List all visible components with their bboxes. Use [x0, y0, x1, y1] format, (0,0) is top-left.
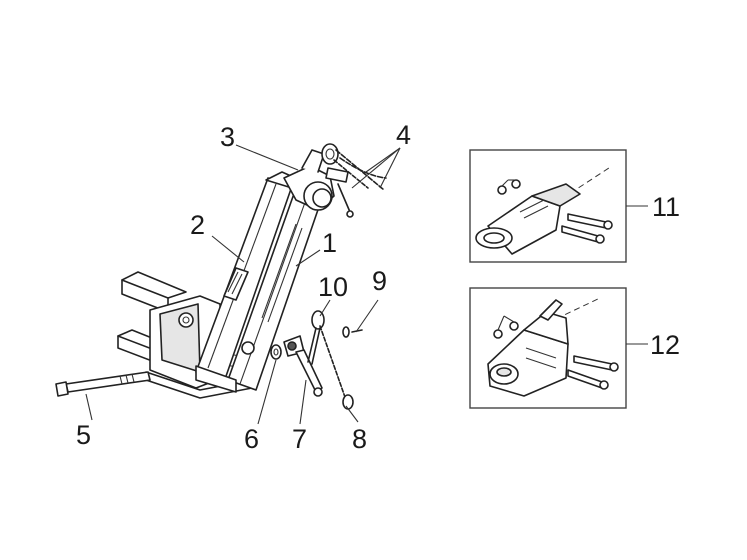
- callout-5: 5: [76, 420, 92, 450]
- callout-8: 8: [352, 424, 368, 454]
- callout-12: 12: [650, 330, 681, 360]
- small-washer-drawing: [342, 326, 363, 338]
- ring-pin-drawing: [307, 310, 325, 365]
- eye-coupling-kit-box: [469, 149, 627, 263]
- safety-chain-drawing: [333, 149, 387, 191]
- callout-11: 11: [652, 192, 681, 222]
- callout-4: 4: [396, 120, 412, 150]
- callout-9: 9: [372, 266, 388, 296]
- callout-6: 6: [244, 424, 260, 454]
- handle-lever-drawing: [283, 335, 323, 397]
- drawbar-assembly: [195, 143, 354, 393]
- trailer-frame: [117, 271, 253, 399]
- callout-10: 10: [318, 272, 349, 302]
- callout-7: 7: [292, 424, 308, 454]
- pivot-bolt-drawing: [55, 371, 151, 397]
- callout-2: 2: [190, 210, 206, 240]
- callout-3: 3: [220, 122, 236, 152]
- leader-lines: [85, 144, 401, 425]
- cable-chain-drawing: [319, 325, 354, 410]
- callout-1: 1: [322, 228, 338, 258]
- ball-coupling-kit-box: [469, 287, 627, 409]
- washer-drawing: [270, 344, 282, 360]
